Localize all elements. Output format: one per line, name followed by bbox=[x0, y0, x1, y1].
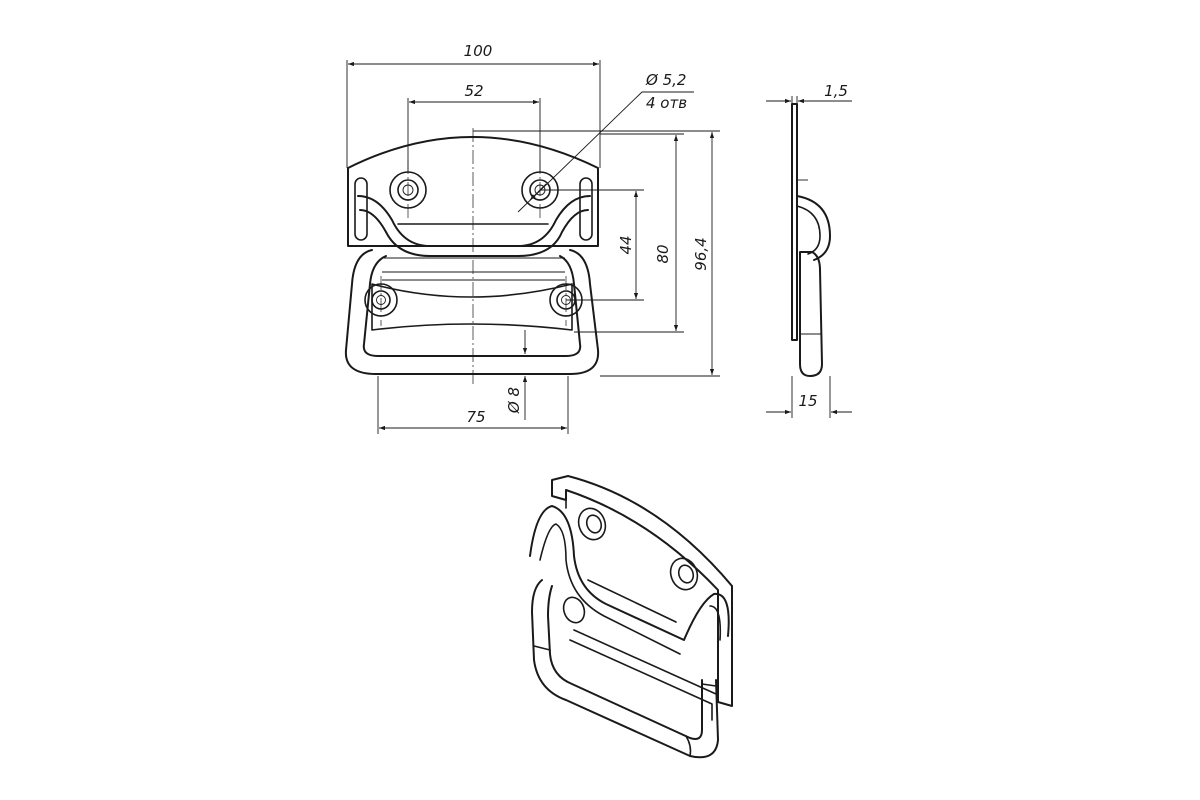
dim-height-overall: 96,4 bbox=[692, 237, 710, 270]
side-view bbox=[791, 103, 831, 377]
dim-rod-diameter: Ø 8 bbox=[505, 387, 523, 414]
dim-handle-span: 75 bbox=[466, 408, 485, 426]
side-plate bbox=[791, 103, 798, 341]
dim-depth: 15 bbox=[798, 392, 817, 410]
iso-handle-outer bbox=[531, 579, 719, 759]
mounting-plate-outline bbox=[347, 136, 599, 247]
iso-hole-top-right bbox=[669, 557, 699, 591]
plate-slot-left bbox=[354, 177, 368, 241]
dim-hole-diameter: Ø 5,2 bbox=[645, 71, 686, 89]
isometric-view bbox=[529, 475, 733, 759]
dimension-labels: 100 52 Ø 5,2 4 отв 44 80 96,4 Ø 8 75 1,5… bbox=[464, 42, 848, 426]
dim-overall-width: 100 bbox=[464, 42, 493, 60]
side-handle bbox=[799, 251, 823, 377]
dim-height-80: 80 bbox=[654, 244, 672, 263]
handle-loop-top bbox=[357, 195, 591, 247]
side-dimension-lines bbox=[766, 96, 852, 418]
dim-hole-count: 4 отв bbox=[646, 94, 687, 112]
iso-handle-inner bbox=[547, 585, 703, 740]
dimension-lines bbox=[346, 60, 720, 434]
iso-loop bbox=[529, 505, 730, 641]
dim-plate-thickness: 1,5 bbox=[824, 82, 848, 100]
dim-hole-vertical-spacing: 44 bbox=[617, 235, 635, 254]
iso-hole-top-left bbox=[577, 507, 607, 541]
dim-hole-spacing-top: 52 bbox=[464, 82, 483, 100]
side-bend bbox=[796, 195, 831, 261]
front-view bbox=[344, 128, 600, 384]
iso-plate bbox=[551, 475, 733, 707]
iso-hole-bottom-left bbox=[562, 596, 586, 624]
handle-rod-inner bbox=[362, 255, 582, 357]
lower-bracket-outline bbox=[371, 283, 573, 331]
plate-slot-right bbox=[579, 177, 593, 241]
